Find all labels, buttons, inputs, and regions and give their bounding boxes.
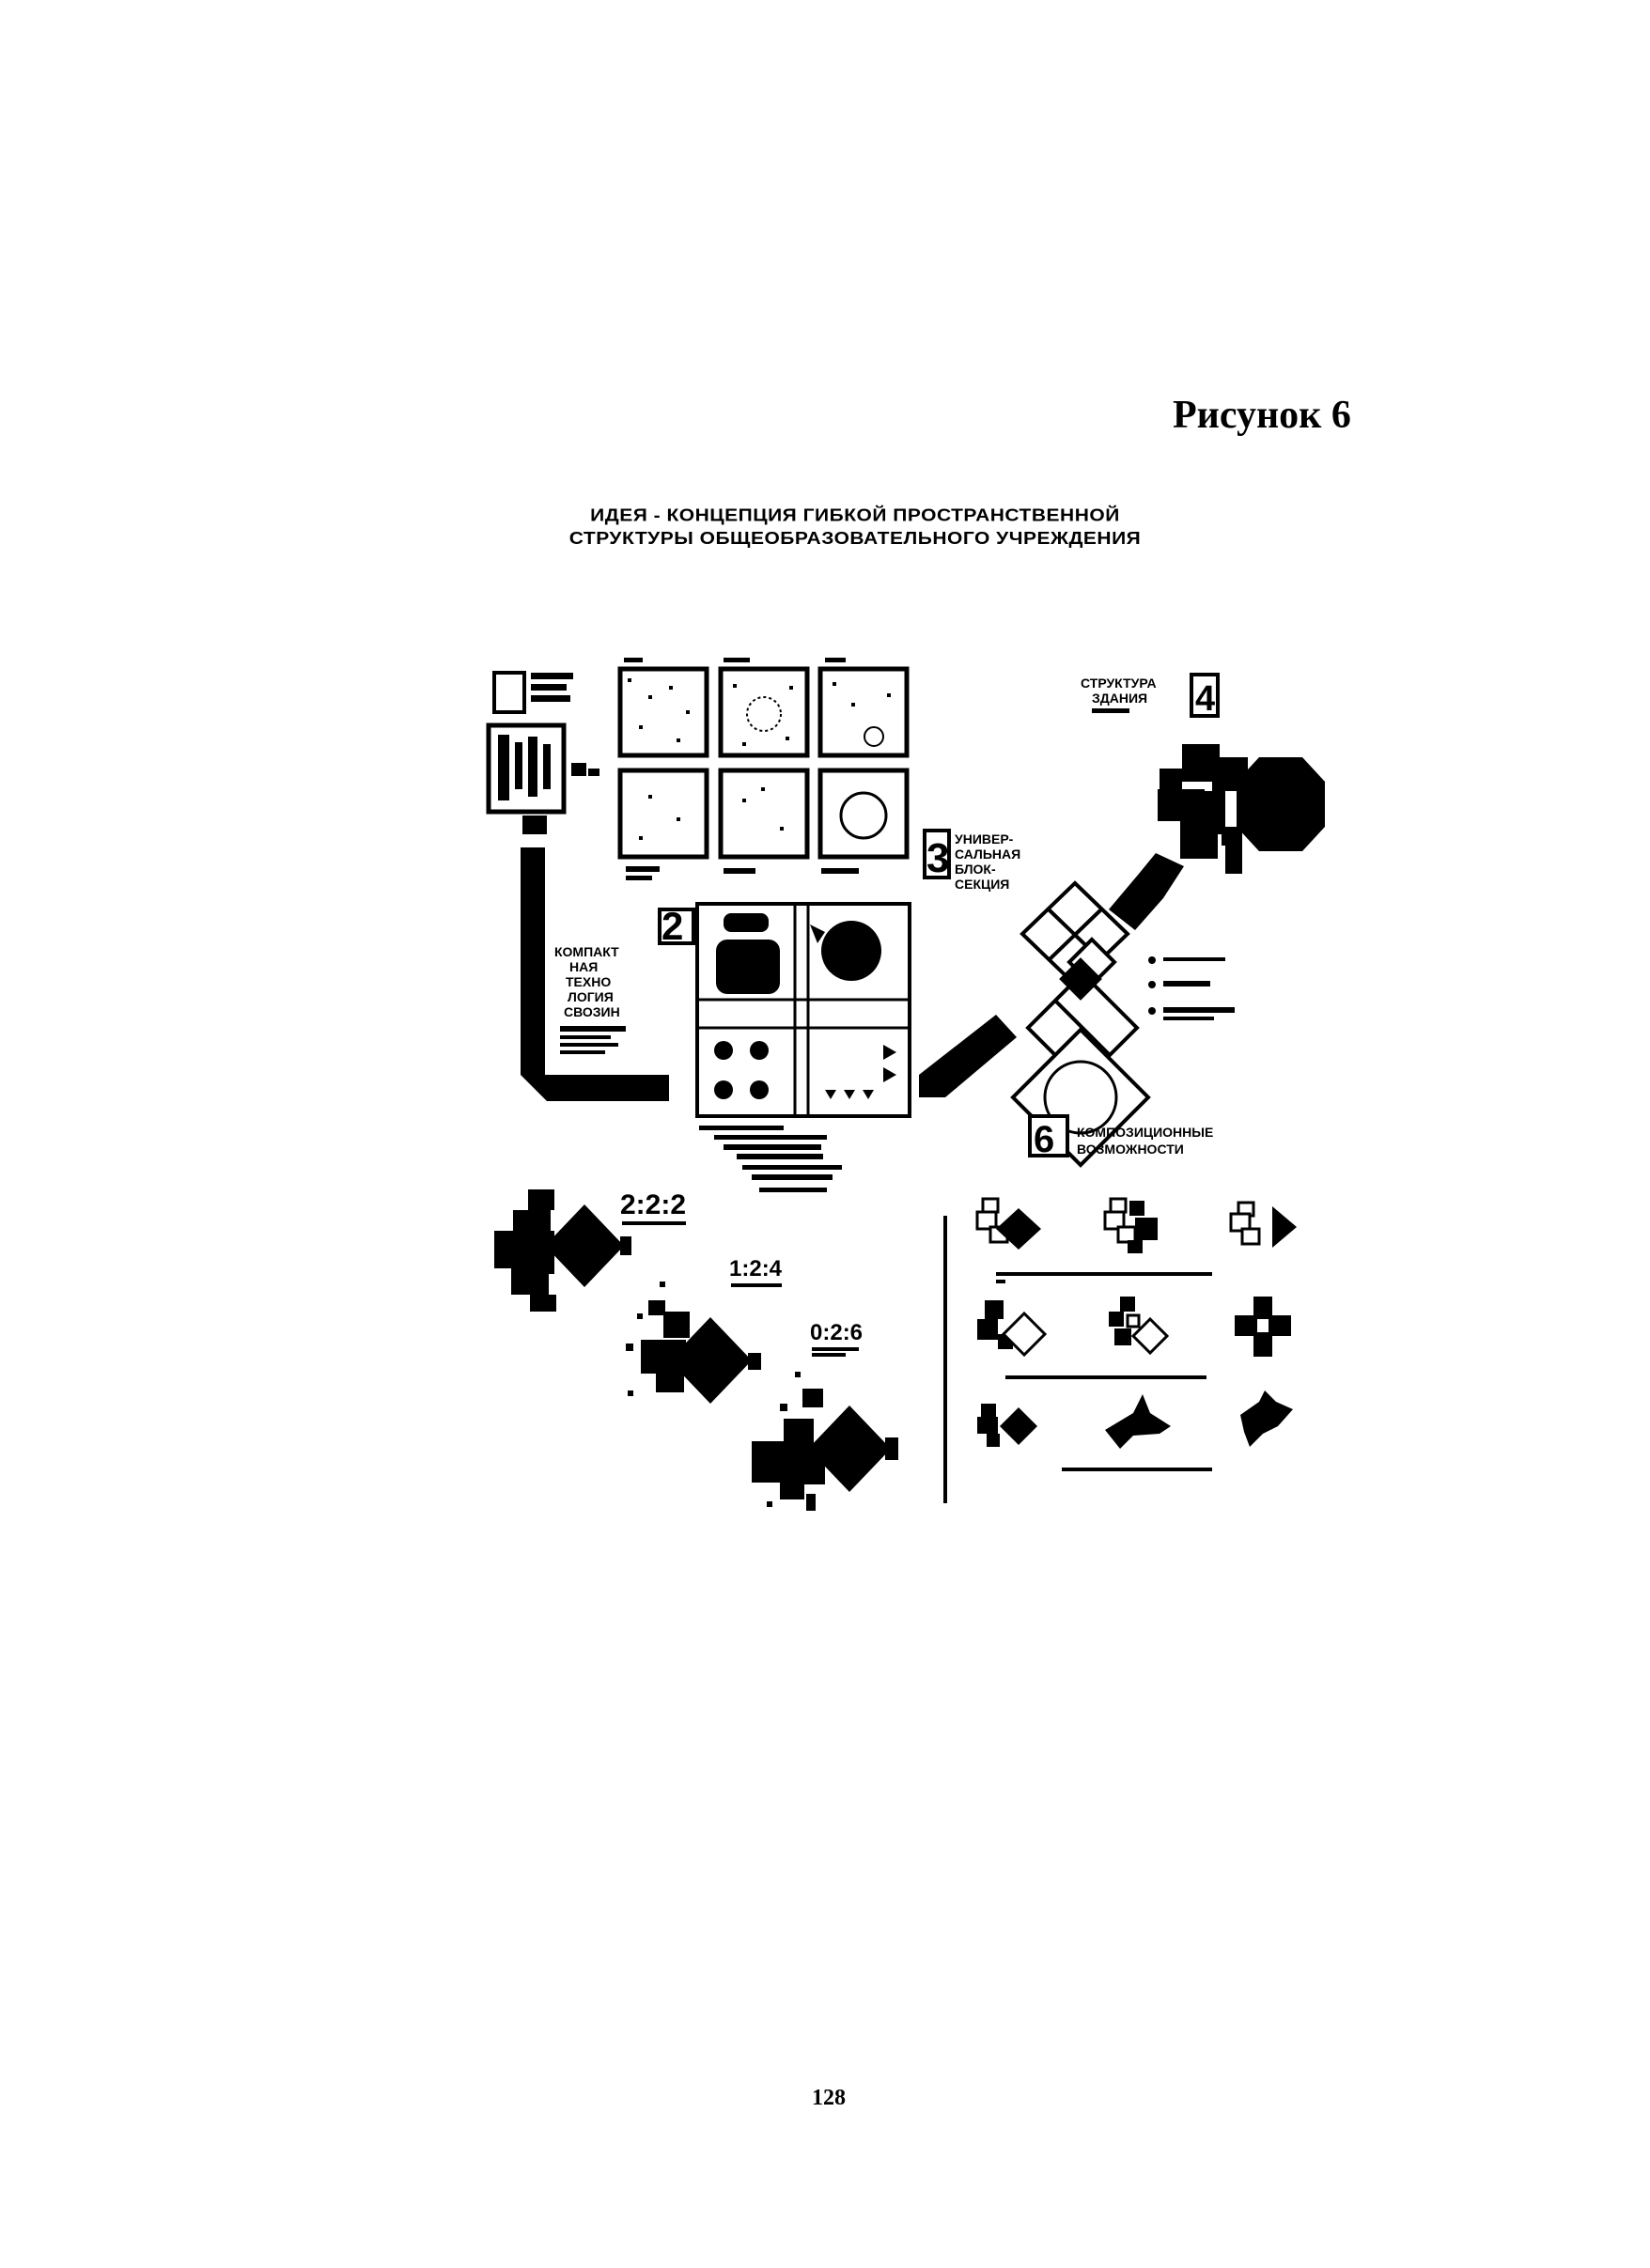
floor-plan-grid bbox=[617, 666, 910, 860]
s4-line-2: ЗДАНИЯ bbox=[1092, 691, 1147, 706]
link-arrow-upper bbox=[1109, 853, 1184, 930]
s3-line-3: БЛОК- bbox=[955, 862, 996, 877]
section-3: 3 УНИВЕР- САЛЬНАЯ БЛОК- СЕКЦИЯ bbox=[923, 829, 1020, 892]
figure-title-line-2: СТРУКТУРЫ ОБЩЕОБРАЗОВАТЕЛЬНОГО УЧРЕЖДЕНИ… bbox=[568, 528, 1142, 549]
section-4: СТРУКТУРА ЗДАНИЯ 4 bbox=[1081, 673, 1220, 719]
link-arrow-lower bbox=[919, 1015, 1017, 1097]
floor-plan-texture bbox=[624, 658, 891, 880]
section-number-3: 3 bbox=[926, 835, 949, 881]
compact-plan-notes bbox=[699, 1126, 842, 1192]
ratio-2-2-2: 2:2:2 bbox=[620, 1189, 686, 1220]
diamond-notes bbox=[1148, 956, 1235, 1020]
section-number-6: 6 bbox=[1034, 1119, 1054, 1160]
s2-line-1: КОМПАКТ bbox=[554, 944, 619, 959]
s2-line-2: НАЯ bbox=[569, 959, 598, 974]
link-arrow-left bbox=[521, 847, 669, 1101]
section-number-4: 4 bbox=[1195, 679, 1215, 719]
legend-block bbox=[486, 671, 599, 834]
s6-line-2: ВОЗМОЖНОСТИ bbox=[1077, 1142, 1184, 1157]
building-plan-top bbox=[1158, 744, 1325, 874]
s3-line-4: СЕКЦИЯ bbox=[955, 877, 1009, 892]
ratio-0-2-6: 0:2:6 bbox=[810, 1320, 863, 1345]
s3-line-1: УНИВЕР- bbox=[955, 831, 1014, 847]
building-variant-3 bbox=[752, 1372, 898, 1511]
ratio-variants: 2:2:2 1:2:4 0:2:6 bbox=[494, 1189, 898, 1511]
s2-line-3: ТЕХНО bbox=[566, 974, 611, 989]
building-variant-2 bbox=[626, 1282, 761, 1404]
section-2: 2 КОМПАКТ НАЯ ТЕХНО ЛОГИЯ СВОЗИН bbox=[554, 904, 695, 1054]
section-6: 6 КОМПОЗИЦИОННЫЕ ВОЗМОЖНОСТИ bbox=[1028, 1114, 1213, 1160]
figure-label: Рисунок 6 bbox=[1173, 394, 1351, 437]
composition-variants bbox=[975, 1197, 1297, 1471]
figure-title-line-1: ИДЕЯ - КОНЦЕПЦИЯ ГИБКОЙ ПРОСТРАНСТВЕННОЙ bbox=[590, 505, 1120, 526]
page-number: 128 bbox=[812, 2086, 846, 2110]
compact-plan bbox=[695, 902, 911, 1118]
s2-line-4: ЛОГИЯ bbox=[568, 989, 614, 1004]
building-variant-1 bbox=[494, 1189, 631, 1312]
s4-line-1: СТРУКТУРА bbox=[1081, 676, 1157, 691]
s6-line-1: КОМПОЗИЦИОННЫЕ bbox=[1077, 1125, 1213, 1140]
figure-title: ИДЕЯ - КОНЦЕПЦИЯ ГИБКОЙ ПРОСТРАНСТВЕННОЙ… bbox=[526, 505, 1184, 551]
s3-line-2: САЛЬНАЯ bbox=[955, 847, 1020, 862]
ratio-1-2-4: 1:2:4 bbox=[729, 1256, 783, 1282]
section-number-2: 2 bbox=[662, 904, 683, 948]
s2-line-5: СВОЗИН bbox=[564, 1004, 620, 1019]
